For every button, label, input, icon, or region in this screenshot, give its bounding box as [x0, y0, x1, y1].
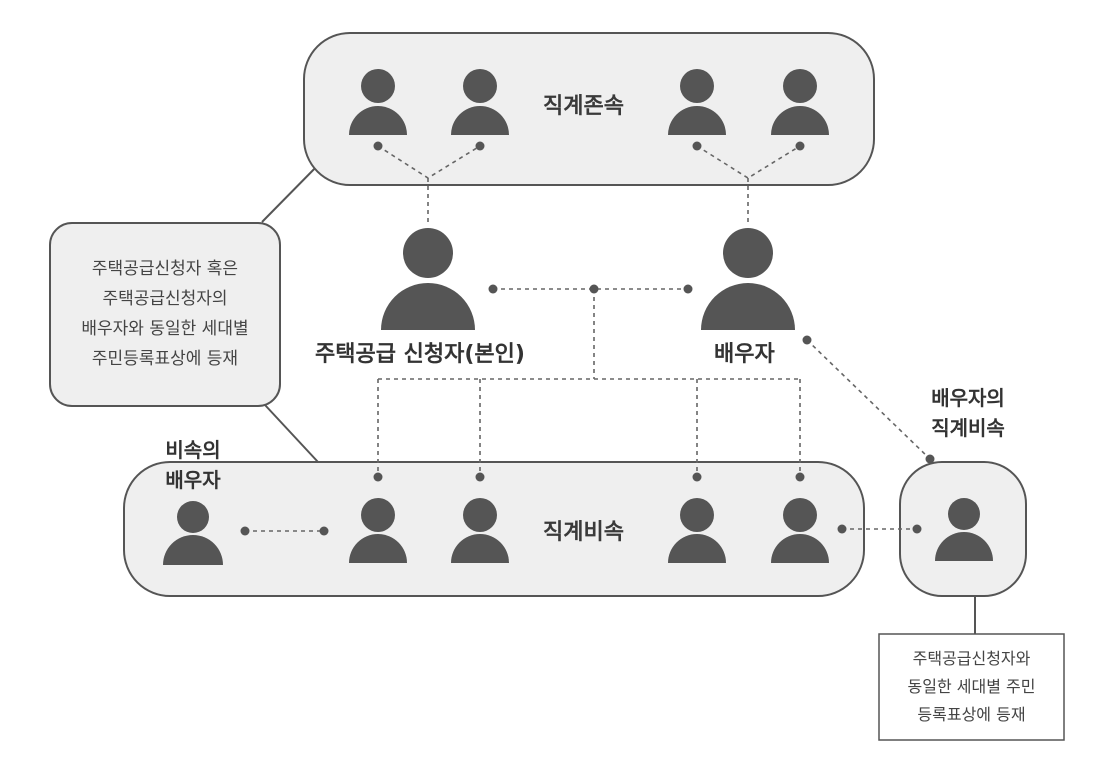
applicant-label: 주택공급 신청자(본인) — [315, 342, 525, 367]
spouse-descendant-label: 배우자의 직계비속 — [918, 383, 1018, 443]
ascendants-label: 직계존속 — [543, 94, 624, 119]
dashed-connectors — [245, 145, 931, 532]
note-connector-bottom — [264, 404, 319, 463]
person-icon — [668, 69, 726, 135]
left-note-line: 주택공급신청자 혹은 — [91, 259, 239, 279]
ascendants-box — [303, 32, 875, 186]
person-icon — [668, 498, 726, 563]
connector-dots — [240, 141, 935, 536]
spouse-descendant-label-line1: 배우자의 — [931, 386, 1005, 410]
descendants-box — [123, 461, 865, 597]
bottom-right-note-box — [878, 633, 1065, 741]
bottom-right-note-line: 주택공급신청자와 — [912, 649, 1031, 668]
person-icon — [451, 69, 509, 135]
bottom-right-note-line: 등록표상에 등재 — [917, 705, 1026, 724]
left-note-text: 주택공급신청자 혹은 주택공급신청자의 배우자와 동일한 세대별 주민등록표상에… — [50, 254, 280, 374]
person-icon — [935, 498, 993, 561]
bottom-right-note-text: 주택공급신청자와 동일한 세대별 주민 등록표상에 등재 — [879, 645, 1064, 729]
descendant-spouse-label-line1: 비속의 — [165, 438, 221, 462]
spouse-label: 배우자 — [714, 342, 775, 367]
descendant-spouse-label: 비속의 배우자 — [156, 435, 230, 495]
person-icon — [771, 498, 829, 563]
person-icon — [451, 498, 509, 563]
person-icon — [349, 69, 407, 135]
left-note-box — [49, 222, 281, 407]
spouse-to-descendant-line — [806, 339, 931, 460]
person-icon — [163, 501, 223, 565]
applicant-person-icon — [381, 228, 475, 330]
spouse-person-icon — [701, 228, 795, 330]
spouse-descendant-label-line2: 직계비속 — [931, 416, 1005, 440]
descendant-spouse-label-line2: 배우자 — [165, 468, 221, 492]
left-note-line: 주택공급신청자의 — [102, 289, 228, 309]
person-icon — [771, 69, 829, 135]
left-note-line: 배우자와 동일한 세대별 — [81, 319, 249, 339]
descendants-label: 직계비속 — [543, 520, 624, 545]
left-note-line: 주민등록표상에 등재 — [91, 349, 239, 369]
bottom-right-note-line: 동일한 세대별 주민 — [907, 677, 1036, 696]
person-icon — [349, 498, 407, 563]
